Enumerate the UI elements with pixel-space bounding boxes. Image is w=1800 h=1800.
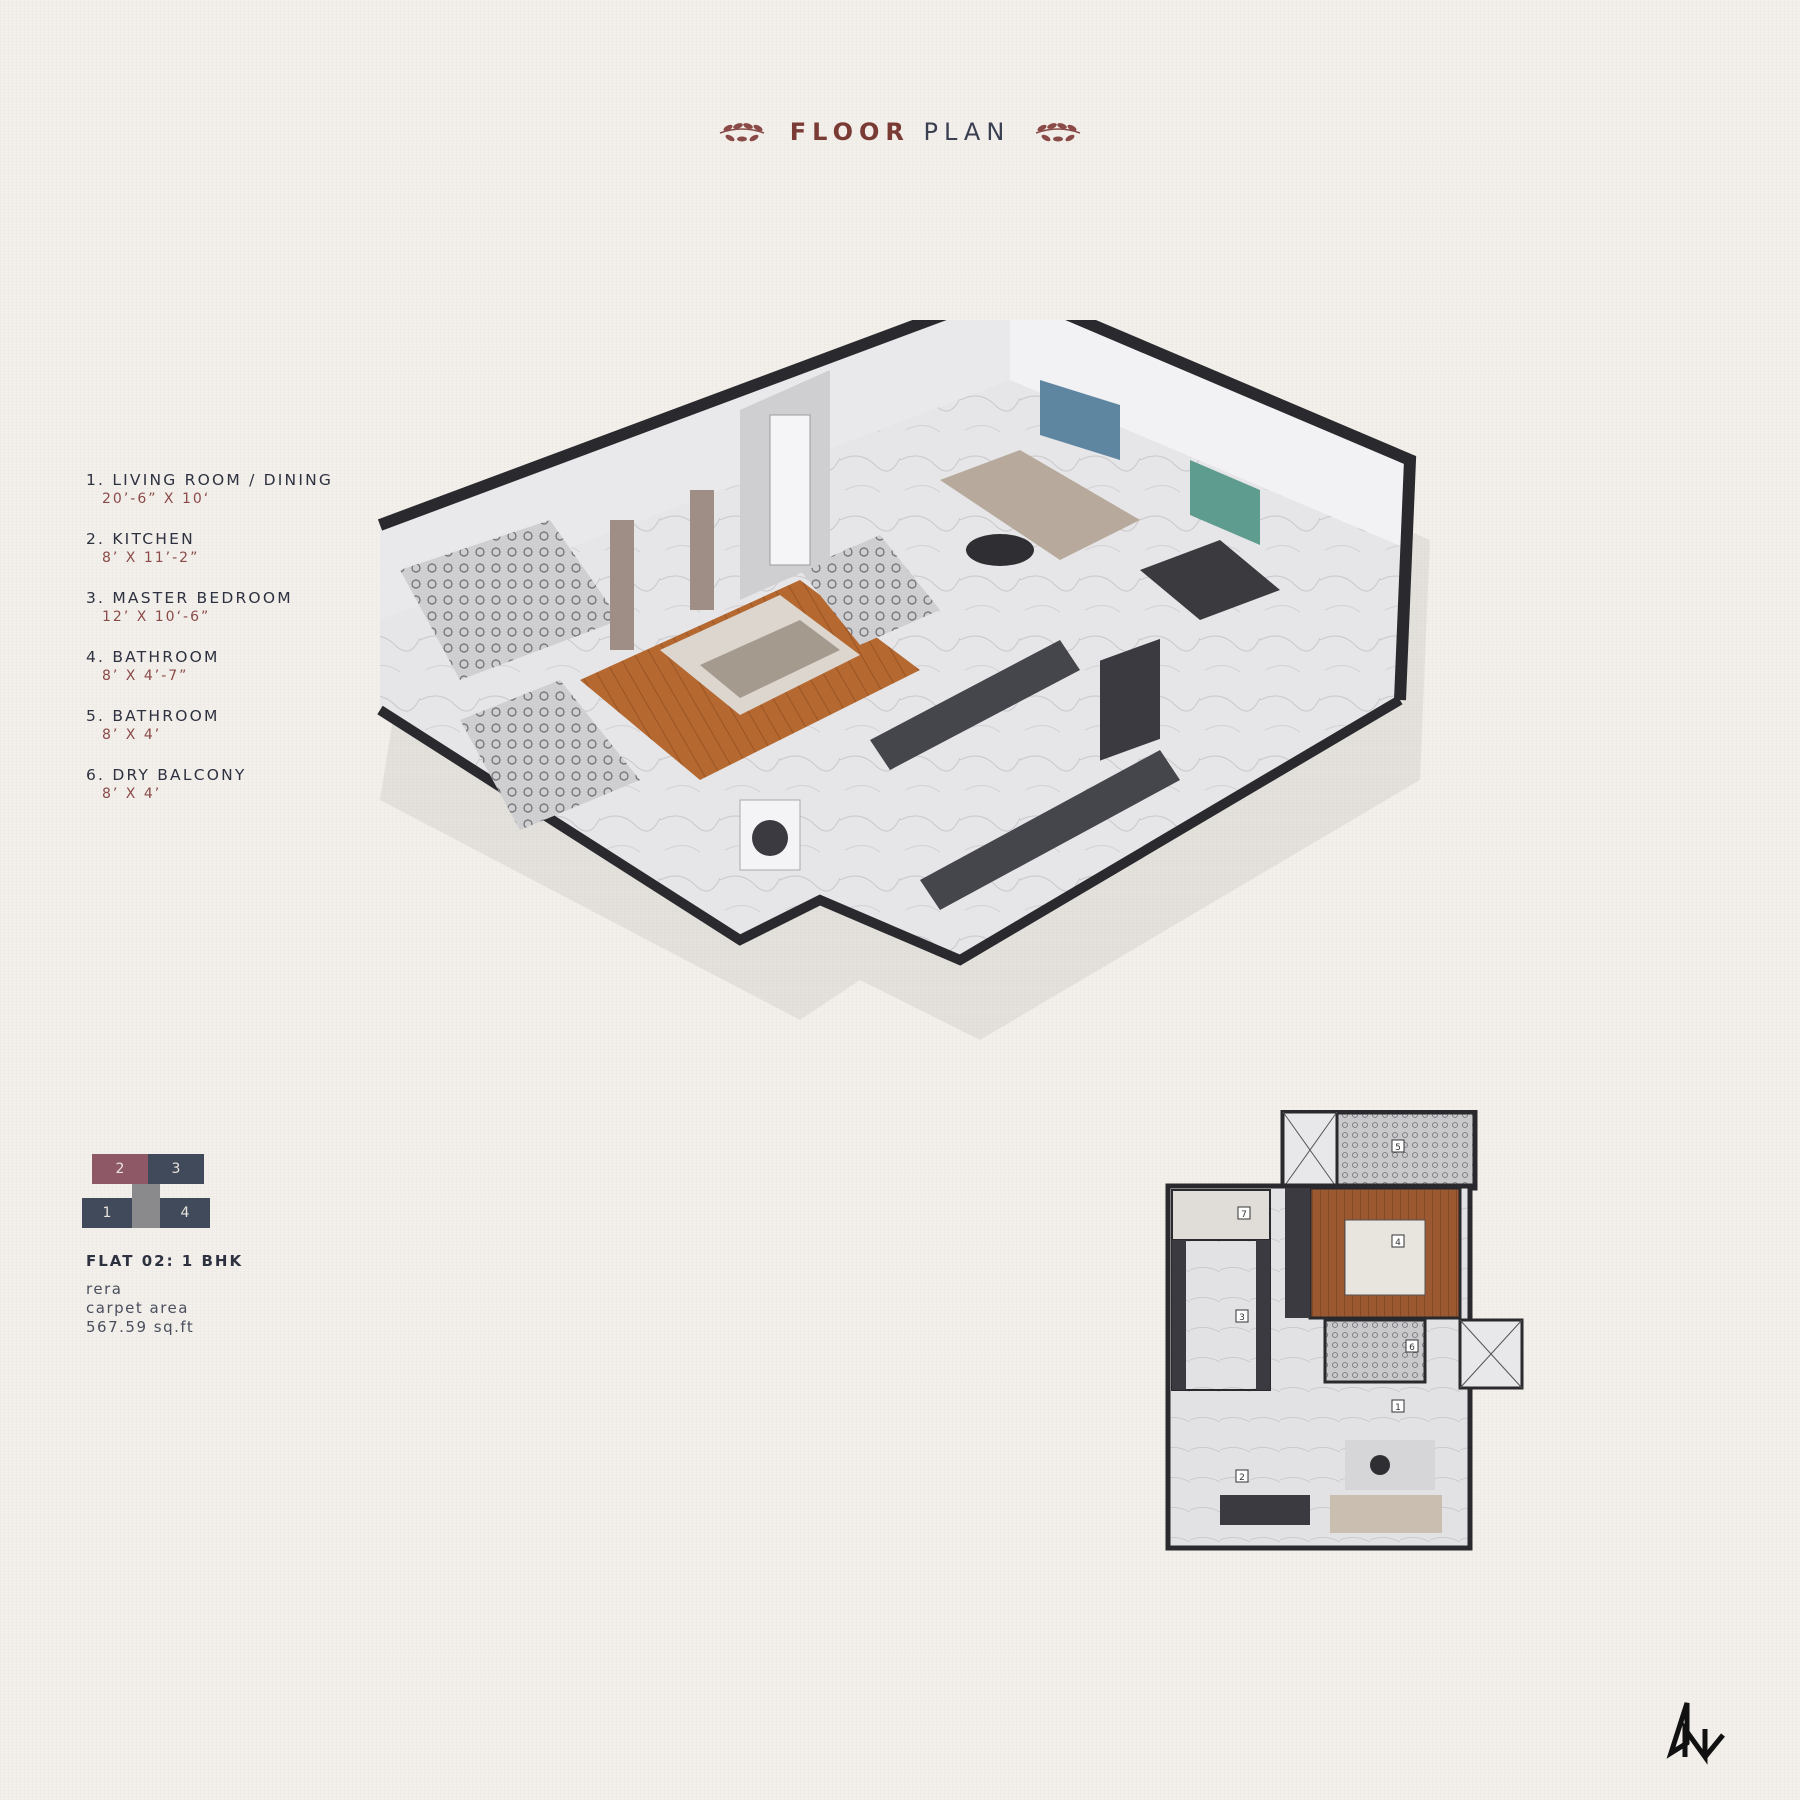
svg-text:6: 6 — [1409, 1343, 1415, 1353]
key-plan-block-4: 4 — [160, 1198, 210, 1228]
iso-fridge — [1100, 638, 1160, 761]
plan-room-7 — [1171, 1189, 1271, 1241]
flat-title: FLAT 02: 1 BHK — [86, 1252, 244, 1270]
flat-info: rera carpet area 567.59 sq.ft — [86, 1280, 194, 1337]
iso-bathroom-left-lower — [460, 680, 640, 830]
legend-item: 6. DRY BALCONY 8’ X 4’ — [86, 765, 386, 803]
legend-room-dimension: 12’ X 10‘-6” — [102, 609, 211, 625]
key-plan-block-2: 2 — [92, 1154, 148, 1184]
plan-coffee-table — [1370, 1455, 1390, 1475]
legend-room-name: 1. LIVING ROOM / DINING — [86, 471, 334, 489]
iso-wall-top — [377, 320, 1417, 701]
iso-sofa — [940, 450, 1140, 560]
plan-kitchen — [1171, 1239, 1271, 1391]
plan-sofa — [1330, 1495, 1442, 1533]
page-title: FLOOR PLAN — [790, 118, 1011, 146]
room-legend: 1. LIVING ROOM / DINING 20’-6” X 10‘ 2. … — [86, 470, 386, 824]
iso-washing-machine-door — [752, 820, 788, 856]
legend-item: 2. KITCHEN 8’ X 11’-2” — [86, 529, 386, 567]
carpet-area-value: 567.59 sq.ft — [86, 1318, 195, 1336]
legend-room-dimension: 8’ X 4’-7” — [102, 668, 189, 684]
iso-wall-front — [377, 695, 1403, 966]
floor-plan-2d: 7 5 3 4 6 1 2 — [1165, 1110, 1524, 1551]
iso-curtain — [610, 520, 634, 650]
svg-text:5: 5 — [1395, 1143, 1401, 1153]
legend-item: 1. LIVING ROOM / DINING 20’-6” X 10‘ — [86, 470, 386, 508]
plan-room-number: 5 — [1391, 1139, 1405, 1153]
iso-door — [769, 414, 811, 566]
plan-dining-table — [1220, 1495, 1310, 1525]
north-arrow-icon — [1666, 1702, 1725, 1765]
svg-text:2: 2 — [1239, 1473, 1245, 1483]
iso-painting — [1040, 380, 1120, 460]
iso-coffee-table — [966, 534, 1034, 566]
plan-room-number: 3 — [1235, 1309, 1249, 1323]
iso-bathroom-left — [400, 520, 620, 680]
svg-text:1: 1 — [1395, 1403, 1401, 1413]
laurel-icon — [1035, 123, 1081, 142]
plan-room-number: 6 — [1405, 1339, 1419, 1353]
legend-room-name: 6. DRY BALCONY — [86, 766, 247, 784]
legend-room-name: 3. MASTER BEDROOM — [86, 589, 293, 607]
iso-back-wall-right — [1010, 320, 1410, 550]
page-header: FLOOR PLAN — [0, 118, 1800, 146]
key-plan: 2 3 1 4 — [82, 1154, 212, 1234]
laurel-icon — [719, 123, 765, 142]
iso-bathroom-middle — [800, 535, 940, 645]
plan-room-number: 7 — [1237, 1206, 1251, 1220]
title-rest: PLAN — [923, 118, 1011, 146]
legend-room-dimension: 8’ X 4’ — [102, 727, 162, 743]
plan-room-number: 1 — [1391, 1399, 1405, 1413]
legend-item: 5. BATHROOM 8’ X 4’ — [86, 706, 386, 744]
legend-room-name: 4. BATHROOM — [86, 648, 220, 666]
plan-room-number: 4 — [1391, 1234, 1405, 1248]
legend-room-name: 2. KITCHEN — [86, 530, 195, 548]
plan-bed — [1344, 1219, 1426, 1296]
legend-room-dimension: 8’ X 11’-2” — [102, 550, 200, 566]
legend-room-dimension: 8’ X 4’ — [102, 786, 162, 802]
legend-room-dimension: 20’-6” X 10‘ — [102, 491, 211, 507]
iso-curtain — [690, 490, 714, 610]
svg-text:4: 4 — [1395, 1238, 1401, 1248]
legend-item: 4. BATHROOM 8’ X 4’-7” — [86, 647, 386, 685]
carpet-area-label: carpet area — [86, 1299, 189, 1317]
svg-text:3: 3 — [1239, 1313, 1245, 1323]
iso-painting — [1190, 460, 1260, 545]
plan-room-number: 2 — [1235, 1469, 1249, 1483]
iso-kitchen-counter — [920, 750, 1180, 910]
plan-wardrobe — [1285, 1188, 1310, 1318]
rera-label: rera — [86, 1280, 123, 1298]
key-plan-core — [132, 1184, 160, 1228]
svg-text:7: 7 — [1241, 1210, 1247, 1220]
legend-item: 3. MASTER BEDROOM 12’ X 10‘-6” — [86, 588, 386, 626]
key-plan-block-3: 3 — [148, 1154, 204, 1184]
isometric-floor-plan — [377, 320, 1430, 1040]
iso-bed-blanket — [700, 620, 840, 698]
legend-room-name: 5. BATHROOM — [86, 707, 220, 725]
iso-dining-table — [1140, 540, 1280, 620]
key-plan-block-1: 1 — [82, 1198, 132, 1228]
plan-kitchen-counter — [1172, 1240, 1186, 1390]
iso-kitchen-counter — [870, 640, 1080, 770]
plan-balcony-hatch — [1282, 1111, 1338, 1189]
plan-kitchen-counter — [1256, 1240, 1270, 1390]
title-accent: FLOOR — [789, 118, 910, 146]
plan-balcony-hatch — [1459, 1319, 1523, 1389]
